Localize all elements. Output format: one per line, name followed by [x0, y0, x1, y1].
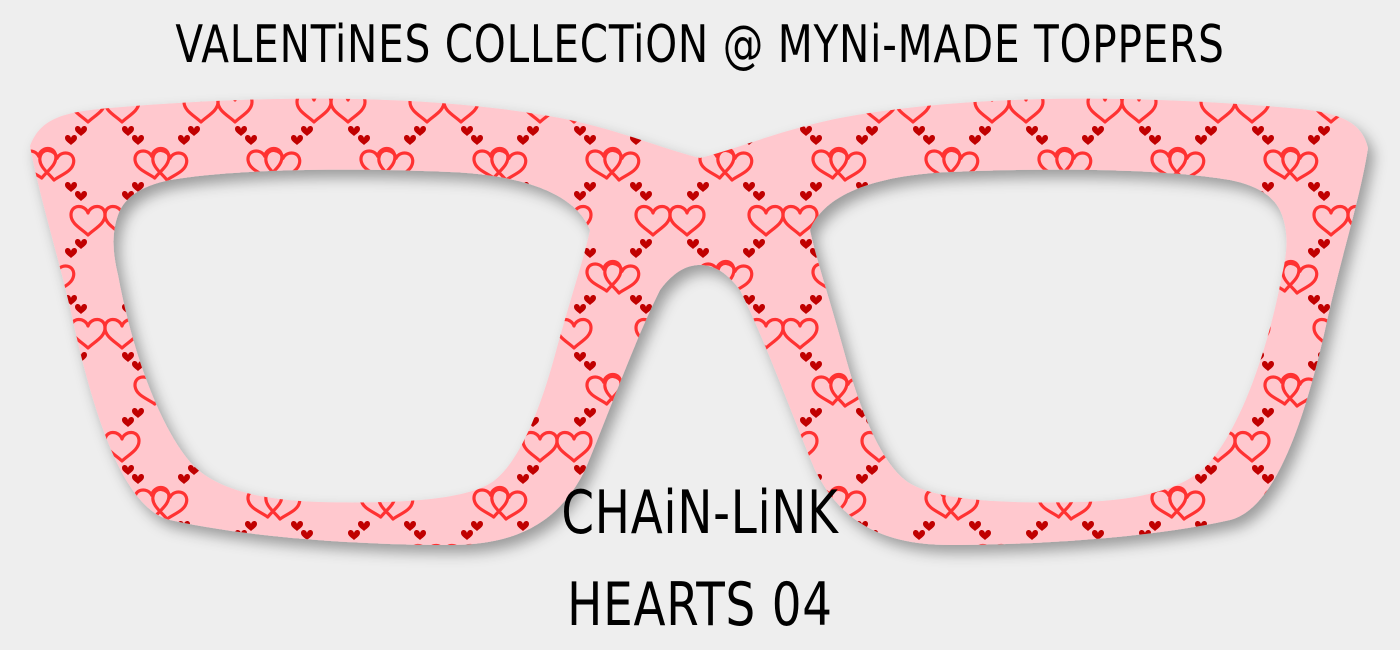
product-name-line-1: CHAiN-LiNK: [561, 478, 839, 548]
product-name-line-2: HEARTS 04: [567, 570, 833, 640]
collection-title: VALENTiNES COLLECTiON @ MYNi-MADE TOPPER…: [175, 15, 1225, 75]
frame-shape: [30, 98, 1368, 545]
